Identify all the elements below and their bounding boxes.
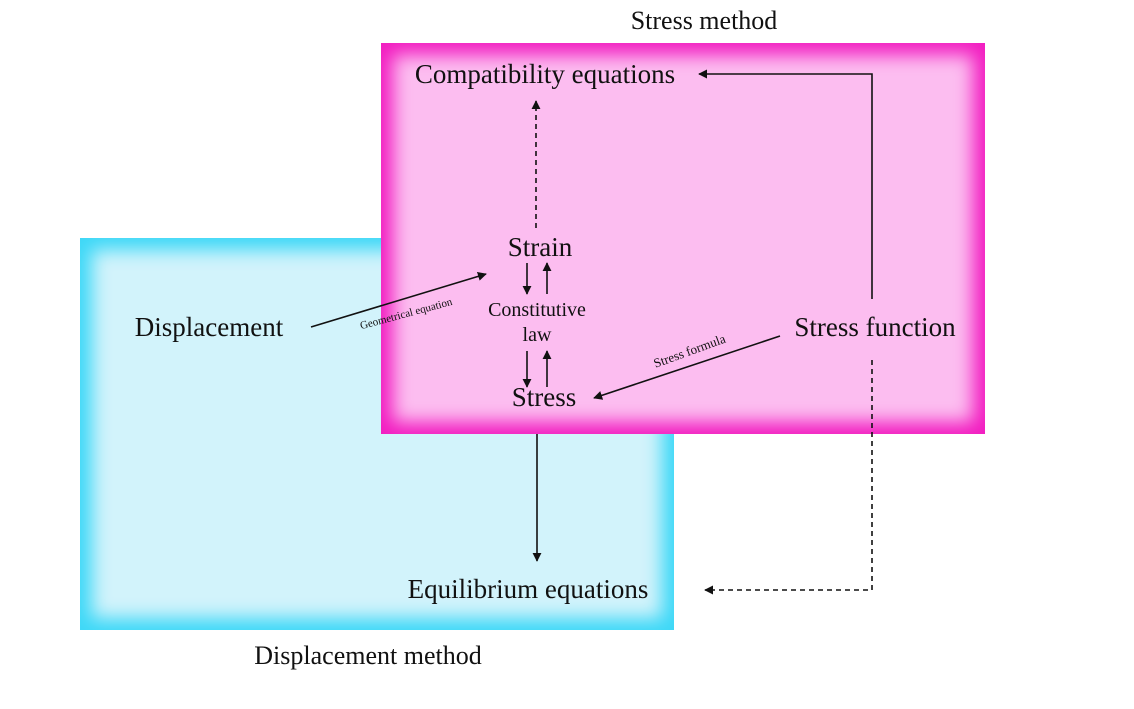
strain-node: Strain <box>508 232 573 262</box>
displacement-node: Displacement <box>135 312 284 342</box>
compatibility-equations-node: Compatibility equations <box>415 59 675 89</box>
stress-function-node: Stress function <box>794 312 956 342</box>
equilibrium-equations-node: Equilibrium equations <box>408 574 649 604</box>
stress-method-region <box>381 43 985 434</box>
arrow-stress-function-to-stress <box>593 335 781 400</box>
constitutive-law-label-line1: Constitutive <box>488 299 586 321</box>
arrow-stress-function-to-equilibrium <box>704 360 873 595</box>
displacement-method-title: Displacement method <box>254 641 481 670</box>
arrows <box>310 69 873 595</box>
constitutive-law-label-line2: law <box>523 324 552 346</box>
stress-node: Stress <box>512 382 577 412</box>
arrow-stress-function-to-compatibility <box>698 69 873 299</box>
stress-method-title: Stress method <box>631 6 778 35</box>
arrow-displacement-to-strain <box>310 272 487 328</box>
